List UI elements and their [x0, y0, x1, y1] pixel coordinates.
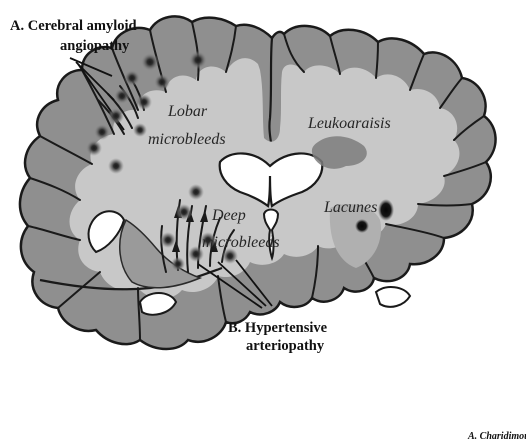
deep-microbleed	[176, 204, 192, 220]
deep-label-line1: Deep	[211, 207, 246, 224]
deep-microbleed	[188, 184, 204, 200]
lobar-microbleed	[108, 108, 124, 124]
lobar-microbleed	[189, 51, 207, 69]
caa-label-line1: A. Cerebral amyloid	[10, 18, 137, 34]
lobar-microbleed	[133, 123, 147, 137]
lobar-label-line1: Lobar	[167, 103, 208, 120]
lacune	[355, 219, 369, 233]
right-hippocampal-cavity	[376, 287, 410, 307]
lobar-label-line2: microbleeds	[148, 131, 226, 148]
lobar-microbleed	[108, 158, 124, 174]
caa-label-line2: angiopathy	[60, 38, 130, 54]
lobar-microbleed	[86, 140, 102, 156]
deep-microbleed	[160, 232, 176, 248]
lobar-microbleed	[141, 53, 159, 71]
deep-microbleed	[171, 257, 185, 271]
lobar-microbleed	[154, 74, 170, 90]
leukoaraiosis-label: Leukoaraisis	[307, 115, 391, 132]
lobar-microbleed	[124, 70, 140, 86]
hypertensive-label-line1: B. Hypertensive	[228, 320, 328, 336]
deep-label-line2: microbleeds	[202, 234, 280, 251]
lobar-microbleed	[136, 94, 152, 110]
lacune	[378, 199, 394, 221]
lobar-microbleed	[94, 124, 110, 140]
lobar-microbleed	[114, 88, 130, 104]
hypertensive-label-line2: arteriopathy	[246, 338, 325, 354]
lacunes-label: Lacunes	[323, 199, 377, 216]
author-signature: A. Charidimou	[467, 431, 526, 441]
